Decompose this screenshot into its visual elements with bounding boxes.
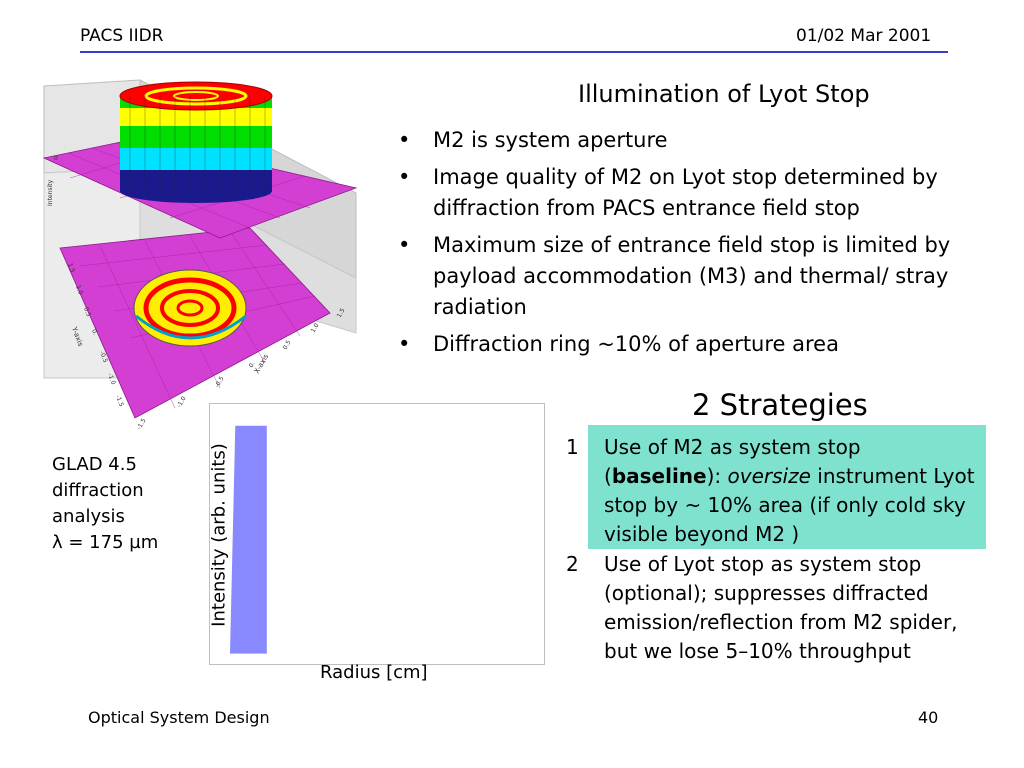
strategy-1-highlight xyxy=(588,425,986,549)
cylinder-top-ring xyxy=(144,86,248,106)
svg-text:0.: 0. xyxy=(248,360,257,369)
header-rule xyxy=(80,51,948,53)
radial-plot-ylabel-box: Intensity (arb. units) xyxy=(205,432,233,638)
strategies-title: 2 Strategies xyxy=(692,388,868,422)
cylinder-band-green xyxy=(120,126,272,148)
slide-title: Illumination of Lyot Stop xyxy=(578,80,870,108)
bullet-dot: • xyxy=(398,332,411,356)
bullet-item: •Diffraction ring ~10% of aperture area xyxy=(398,329,998,360)
bullet-item: •Maximum size of entrance field stop is … xyxy=(398,230,998,323)
bullet-dot: • xyxy=(398,233,411,257)
svg-text:1.5: 1.5 xyxy=(336,307,347,319)
header-date: 01/02 Mar 2001 xyxy=(796,26,932,46)
glad-caption: GLAD 4.5 diffraction analysis λ = 175 µm xyxy=(52,454,159,553)
strategy-text: Use of M2 as system stop (baseline): ove… xyxy=(604,435,975,546)
y-ticks: 1.5 1.0 0.5 0. -0.5 -1.0 -1.5 xyxy=(66,262,125,408)
bullet-dot: • xyxy=(398,128,411,152)
svg-text:0.5: 0.5 xyxy=(82,306,92,318)
footer-left: Optical System Design xyxy=(88,708,270,727)
svg-text:1.0: 1.0 xyxy=(74,284,84,296)
strategy-number: 1 xyxy=(566,435,579,459)
x-ticks: -1.5 -1.0 -0.5 0. 0.5 1.0 1.5 xyxy=(136,307,347,431)
intensity-area-0 xyxy=(230,425,267,654)
cylinder-band-cyan xyxy=(120,148,272,170)
svg-text:0.5: 0.5 xyxy=(282,339,293,351)
lower-disc-rim xyxy=(135,314,247,340)
page-number: 40 xyxy=(918,708,939,727)
svg-text:-0.5: -0.5 xyxy=(98,350,109,364)
cylinder-top-ring xyxy=(173,91,219,101)
lower-disc-ring xyxy=(176,299,204,317)
bullet-item: •M2 is system aperture xyxy=(398,125,998,156)
header-left: PACS IIDR xyxy=(80,26,164,46)
lower-disc-ring xyxy=(143,277,237,339)
cylinder-mesh xyxy=(129,96,266,191)
strategy-text: Use of Lyot stop as system stop (optiona… xyxy=(604,552,958,663)
diffraction-3d-figure: 0 Intensity Y-axis X-axis 1.5 1.0 0.5 0.… xyxy=(42,79,358,431)
cylinder-top xyxy=(119,81,273,111)
radial-plot-ylabel: Intensity (arb. units) xyxy=(208,443,230,627)
radial-plot-xlabel: Radius [cm] xyxy=(320,662,428,683)
strategy-number: 2 xyxy=(566,552,579,576)
cylinder-bottom xyxy=(120,179,272,203)
svg-text:-1.5: -1.5 xyxy=(114,394,125,408)
cylinder-band-yellow xyxy=(120,108,272,126)
svg-text:-0.5: -0.5 xyxy=(214,375,226,389)
z-axis-label: Intensity xyxy=(47,179,54,206)
bullet-dot: • xyxy=(398,165,411,189)
svg-text:1.0: 1.0 xyxy=(310,322,321,334)
bullet-item: •Image quality of M2 on Lyot stop determ… xyxy=(398,162,998,224)
svg-text:0.: 0. xyxy=(90,328,99,336)
lower-disc-ring xyxy=(160,289,220,327)
svg-text:-1.0: -1.0 xyxy=(176,395,188,409)
svg-text:-1.5: -1.5 xyxy=(136,417,148,431)
strategy-italic-word: oversize xyxy=(727,464,811,488)
radial-plot xyxy=(230,425,267,654)
svg-text:-1.0: -1.0 xyxy=(106,372,117,386)
z-tick: 0 xyxy=(54,155,58,162)
bullet-list: •M2 is system aperture •Image quality of… xyxy=(398,125,998,366)
strategy-bold-word: baseline xyxy=(611,464,707,488)
svg-text:1.5: 1.5 xyxy=(66,262,76,274)
